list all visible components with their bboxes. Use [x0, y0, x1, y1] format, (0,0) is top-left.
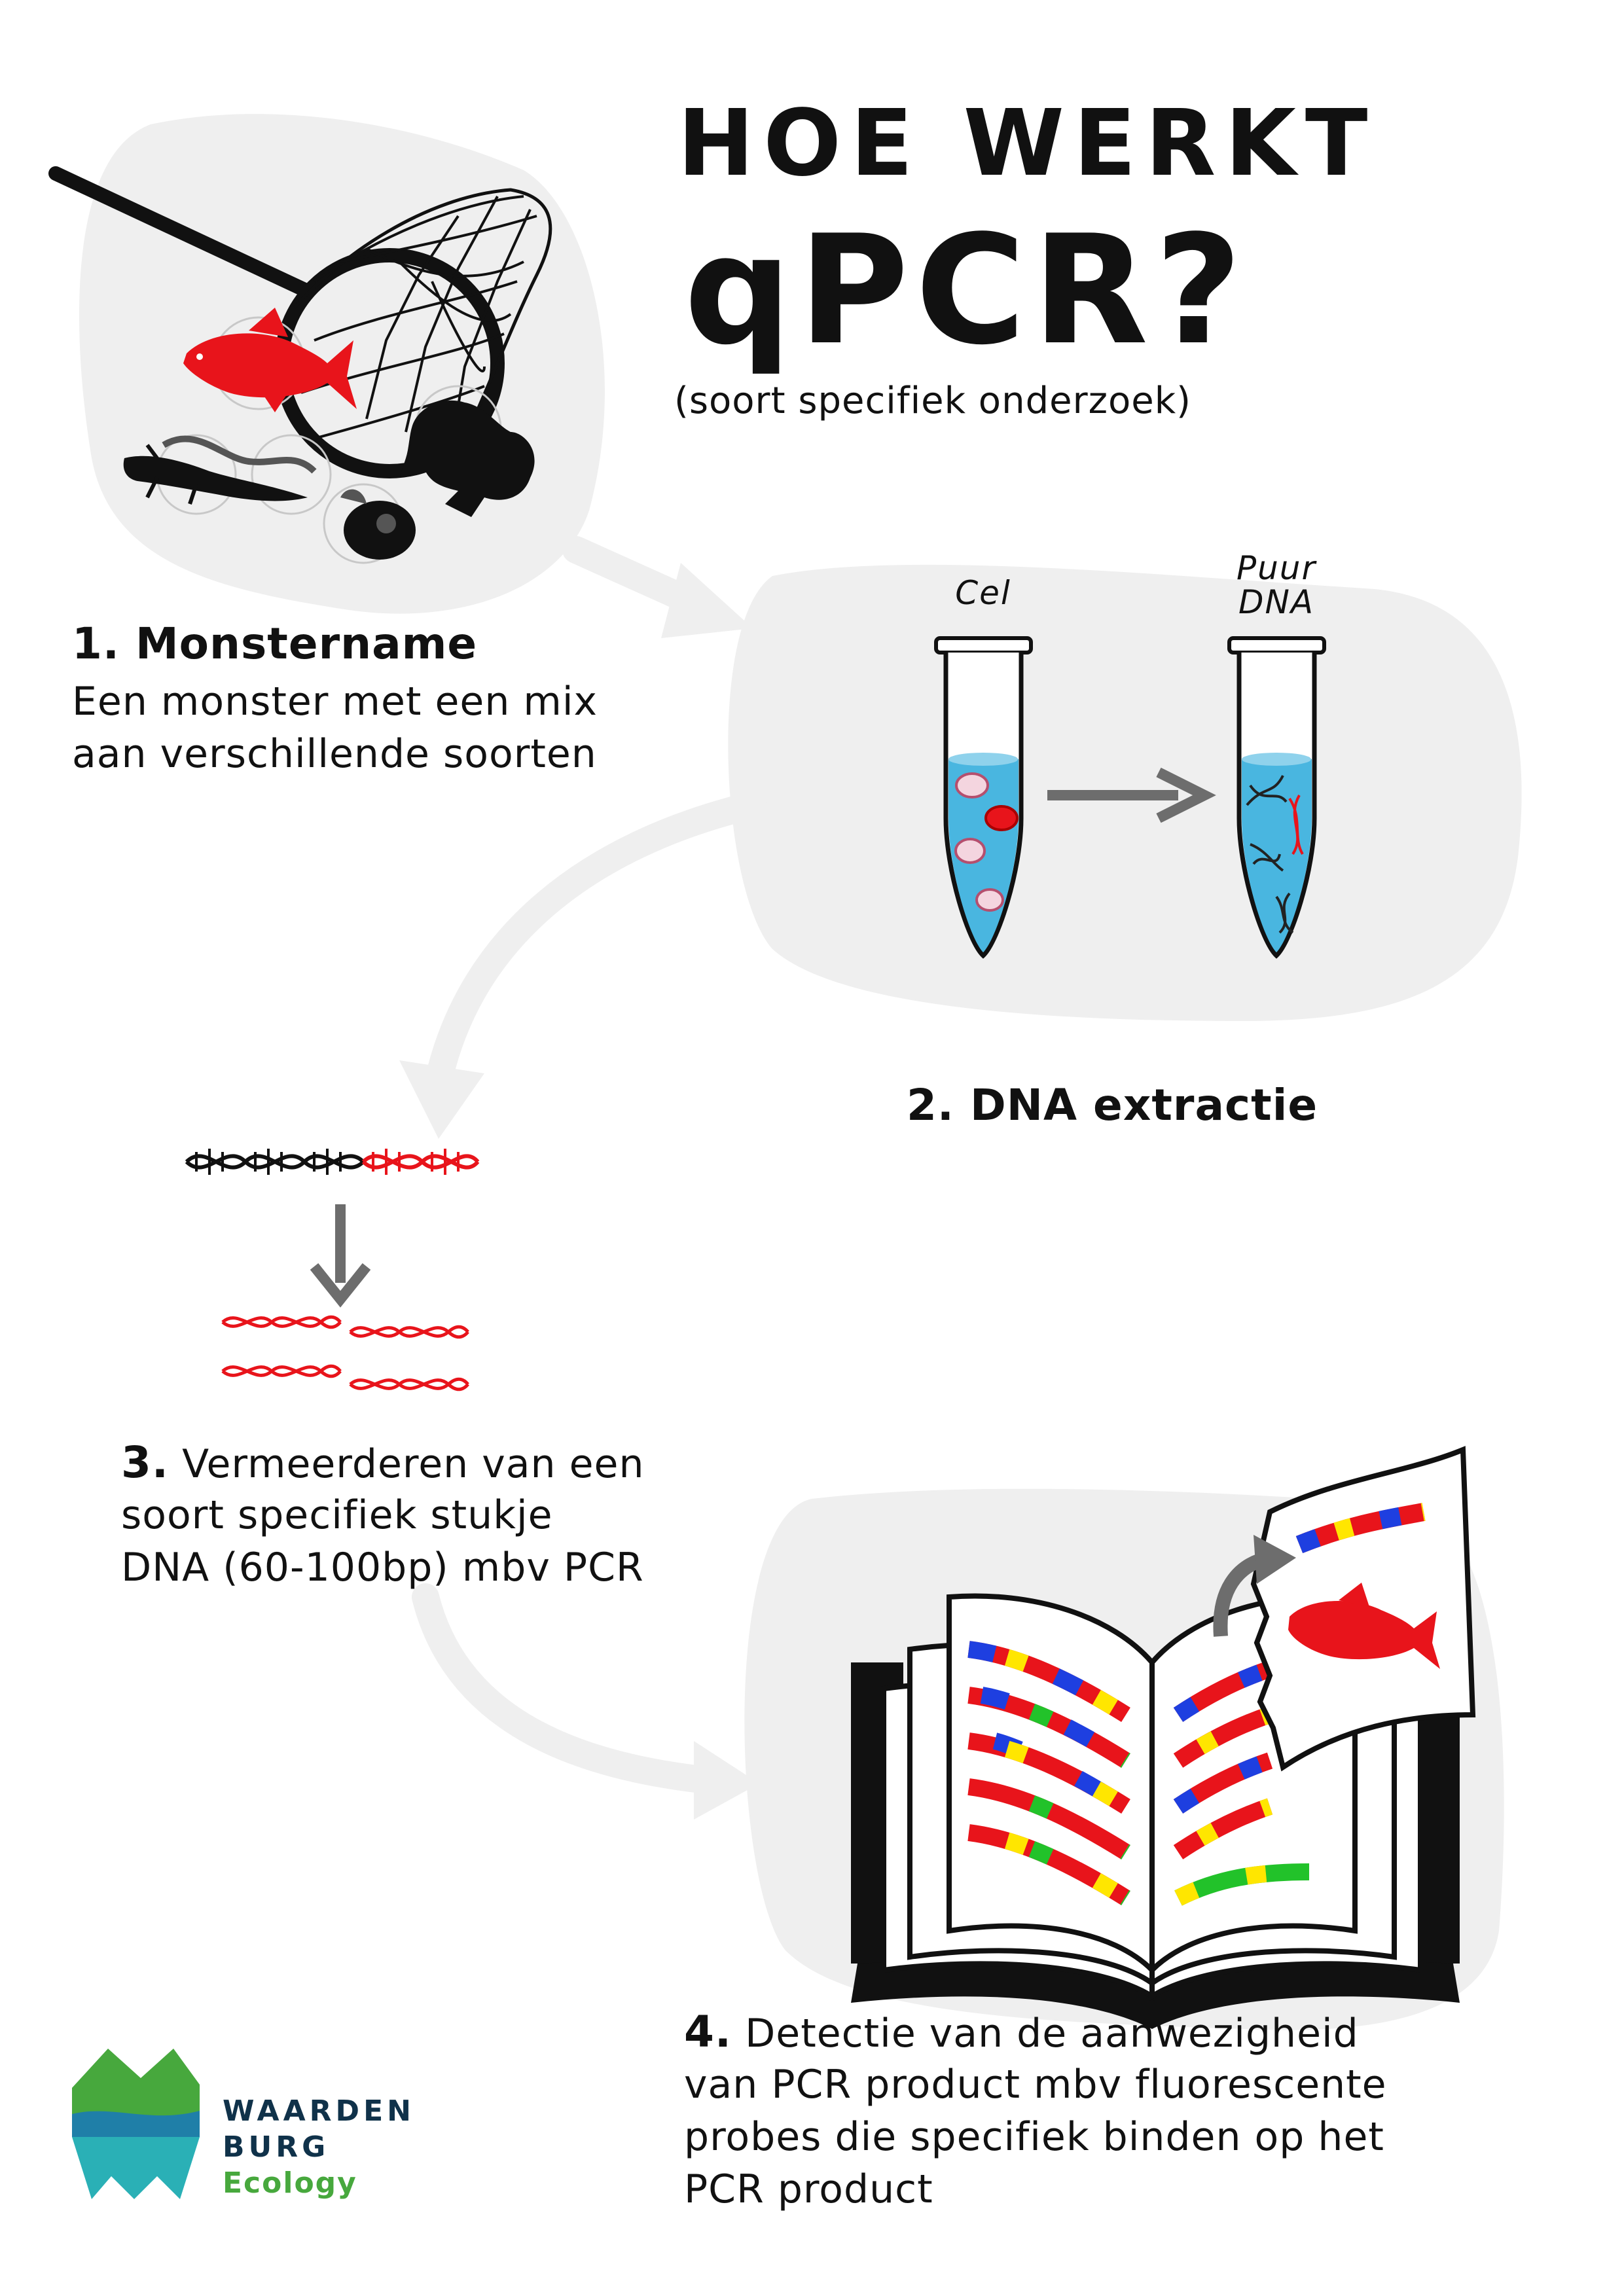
barcode-stripes-right [1173, 1660, 1310, 1906]
step-3-line-3: DNA (60-100bp) mbv PCR [121, 1545, 644, 1590]
newt-icon [123, 435, 317, 505]
test-tube-icon [934, 636, 1033, 959]
title-line-2: qPCR? [684, 204, 1249, 378]
subtitle: (soort specifiek onderzoek) [674, 380, 1191, 422]
cell-icons [954, 772, 1019, 912]
step-1-line-2: aan verschillende soorten [72, 731, 597, 777]
dna-icon [185, 1149, 480, 1175]
step-1-heading: 1. Monstername [72, 619, 478, 669]
step-4-number: 4. [684, 2007, 732, 2057]
logo-icon [72, 2049, 200, 2199]
frog-icon [399, 400, 535, 517]
step-4-line-4: PCR product [684, 2166, 933, 2212]
flow-arrow-1 [562, 536, 753, 638]
step-3-line-2: soort specifiek stukje [121, 1492, 553, 1538]
logo-text-1: WAARDEN [223, 2094, 415, 2128]
step-4-line-3: probes die specifiek binden op het [684, 2114, 1384, 2160]
barcode-stripes-left [967, 1641, 1130, 1906]
torn-page-icon [1250, 1446, 1476, 1772]
step-3-text-1: Vermeerderen van een [182, 1441, 645, 1487]
snail-icon [340, 489, 416, 560]
tube-label-pure-dna-1: Puur [1236, 549, 1317, 587]
title-line-1: HOE WERKT [677, 90, 1377, 197]
step-2-heading: 2. DNA extractie [907, 1080, 1318, 1130]
arrow-icon-curve [1213, 1535, 1296, 1637]
step-3-line-1: 3. Vermeerderen van een [121, 1437, 644, 1490]
book-icon [851, 1593, 1460, 2029]
tube-label-pure-dna-2: DNA [1238, 583, 1315, 621]
logo-text-2: BURG [223, 2130, 330, 2164]
arrow-icon-amplify [310, 1204, 371, 1308]
step-4-line-1: 4. Detectie van de aanwezigheid [684, 2006, 1359, 2060]
test-tube-icon-dna [1227, 636, 1326, 959]
step-4-text-1: Detectie van de aanwezigheid [745, 2011, 1359, 2056]
arrow-icon-extraction [1047, 767, 1216, 823]
step-1-line-1: Een monster met een mix [72, 679, 598, 725]
fish-icon-page [1288, 1583, 1440, 1669]
logo-text-3: Ecology [223, 2166, 357, 2200]
tube-label-cell: Cel [955, 574, 1011, 612]
step-4-line-2: van PCR product mbv fluorescente [684, 2062, 1387, 2108]
dna-copies-icon [221, 1315, 469, 1391]
flow-arrow-3 [412, 1583, 759, 1820]
step-3-number: 3. [121, 1437, 169, 1488]
dna-fragments [1246, 775, 1304, 934]
fish-icon [183, 308, 357, 412]
flow-arrow-2 [399, 791, 767, 1139]
